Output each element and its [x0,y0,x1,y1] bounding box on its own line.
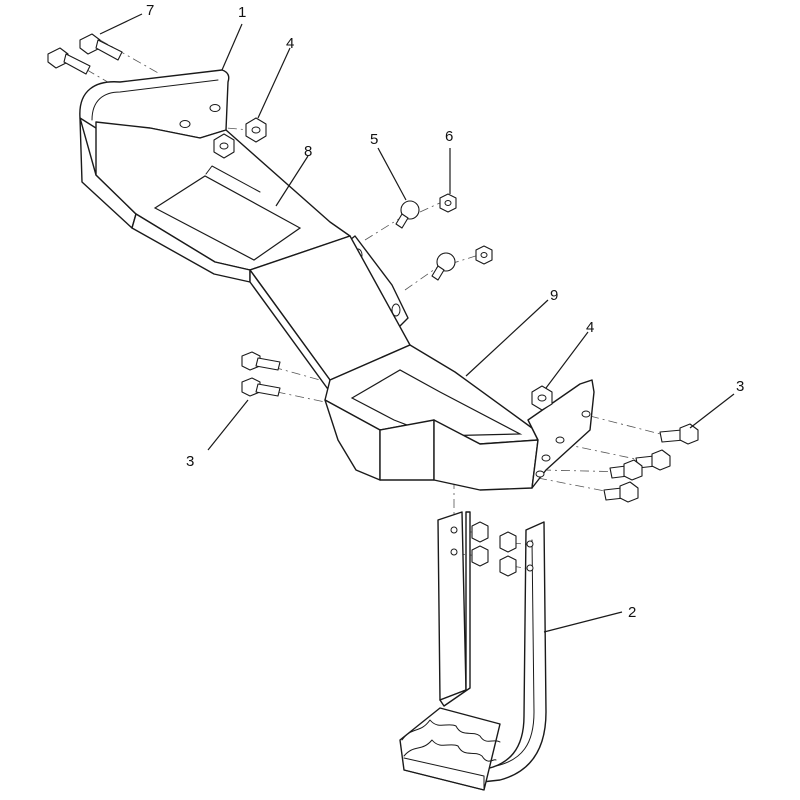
knob-5-upper [395,200,420,229]
callout-4-upper: 4 [286,35,294,52]
nut-4-lower [531,385,553,411]
bolt-3-left-upper [241,351,281,371]
nut-6-lower [475,245,493,265]
callout-3-left: 3 [186,453,194,470]
bolt-3-left-lower [241,377,281,397]
callout-8: 8 [304,143,312,160]
step-nut-left-lower [471,545,489,567]
bolt-3-right-c [609,459,643,481]
bolt-7-lower [47,47,91,75]
bolt-3-right-a [659,423,699,445]
step-nut-right-lower [499,555,517,577]
nut-4-upper-b [213,133,235,159]
callout-4-lower: 4 [586,319,594,336]
callout-9: 9 [550,287,558,304]
step-nut-left-upper [471,521,489,543]
nut-4-upper-a [245,117,267,143]
callout-2: 2 [628,604,636,621]
part-2-step [399,511,547,791]
part-9-lower-bracket [324,344,595,491]
callout-3-right: 3 [736,378,744,395]
callout-6: 6 [445,128,453,145]
callout-labels: 7 1 4 8 5 6 9 4 3 3 2 [146,2,744,621]
callout-7: 7 [146,2,154,19]
nut-6-upper [439,193,457,213]
bolt-3-right-d [603,481,639,503]
leader-lines [99,13,735,633]
callout-5: 5 [370,131,378,148]
step-nut-right-upper [499,531,517,553]
callout-1: 1 [238,4,246,21]
bolt-7-upper [79,33,123,61]
knob-5-lower [431,252,456,281]
